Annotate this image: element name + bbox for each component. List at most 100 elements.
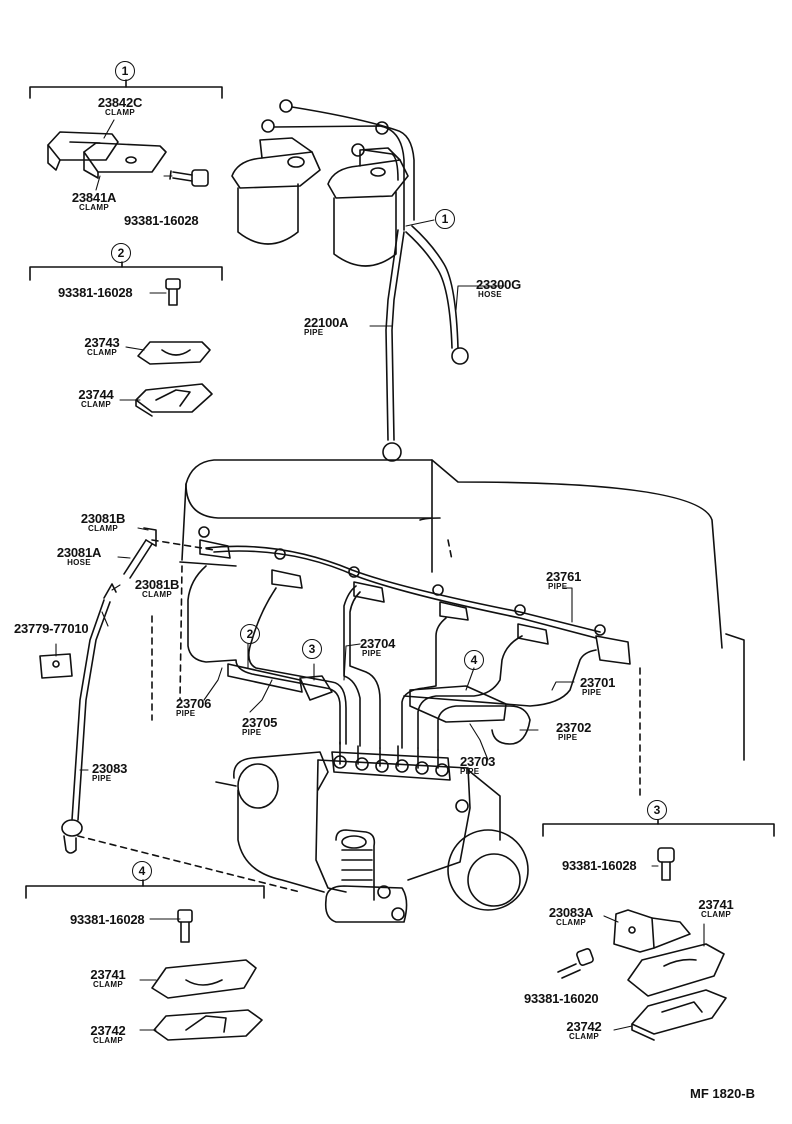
label-23779-77010: 23779-77010 [14,621,89,636]
bolt-g3-drawing [657,847,675,881]
part-name: CLAMP [87,348,117,357]
part-name: PIPE [362,649,382,658]
callout-3: 3 [302,639,322,659]
bolt-g2-drawing [165,278,181,306]
label-23705: 23705 PIPE [242,716,277,737]
clamp-23741-g4-drawing [151,959,257,999]
label-23081B-upper: 23081B CLAMP [72,512,134,533]
part-name: CLAMP [701,910,731,919]
label-bolt-g4: 93381-16028 [70,912,145,927]
part-name: HOSE [478,290,502,299]
label-23081B-lower: 23081B CLAMP [124,578,190,599]
label-23842C: 23842C CLAMP [78,96,162,117]
part-name: PIPE [242,728,262,737]
clamp-23841A-drawing [83,142,167,179]
part-number: 23083 [92,761,128,776]
label-bolt-g3: 93381-16028 [562,858,637,873]
label-bolt-g2: 93381-16028 [58,285,133,300]
injection-pump-drawing [215,741,529,923]
bolt-g3b-drawing [557,948,594,979]
part-name: PIPE [460,767,480,776]
label-23744: 23744 CLAMP [68,388,124,409]
group-4-bracket [25,879,265,899]
label-bolt-g3b: 93381-16020 [524,991,599,1006]
clamp-23742-g3-drawing [631,989,727,1041]
callout-1: 1 [435,209,455,229]
label-23083A: 23083A CLAMP [538,906,604,927]
part-number: 23742 [566,1019,602,1034]
fuel-filter-left [231,137,321,245]
group-3-bracket [542,819,775,837]
part-number: 23300G [476,277,522,292]
part-number: 23741 [90,967,126,982]
pipe-22100A-drawing [382,229,405,462]
leader-lines [55,119,705,1031]
label-23841A: 23841A CLAMP [58,191,130,212]
part-number: 23741 [698,897,734,912]
label-bolt-g1: 93381-16028 [124,213,199,228]
part-name: CLAMP [569,1032,599,1041]
label-23742-g4: 23742 CLAMP [80,1024,136,1045]
part-number: 23761 [546,569,582,584]
part-number: 23744 [78,387,114,402]
part-name: PIPE [92,774,112,783]
clamp-23842C-drawing [47,131,119,171]
part-number: 23081B [134,577,180,592]
part-number: 23701 [580,675,616,690]
clamp-23744-drawing [135,383,213,417]
part-number: 23743 [84,335,120,350]
part-number: 23842C [97,95,143,110]
label-23761: 23761 PIPE [546,570,581,591]
part-number: 23705 [242,715,278,730]
label-23741-g3: 23741 CLAMP [688,898,744,919]
part-number: 23083A [548,905,594,920]
part-name: CLAMP [81,400,111,409]
part-name: HOSE [67,558,91,567]
part-name: PIPE [558,733,578,742]
figure-code: MF 1820-B [690,1086,756,1101]
group-3-number: 3 [647,800,667,820]
part-number: 23081B [80,511,126,526]
label-23083: 23083 PIPE [92,762,127,783]
part-number: 23706 [176,696,212,711]
part-name: PIPE [548,582,568,591]
clamp-23779-drawing [39,653,73,679]
label-23741-g4: 23741 CLAMP [80,968,136,989]
part-name: PIPE [582,688,602,697]
clamp-23083A-drawing [613,909,691,953]
hose-23081A-drawing [123,527,157,579]
part-name: CLAMP [556,918,586,927]
group-1-bracket [29,79,223,99]
hose-23300G-drawing [405,225,469,365]
part-number: 23704 [360,636,396,651]
callout-4: 4 [464,650,484,670]
group-4-number: 4 [132,861,152,881]
pipe-23083-drawing [61,583,117,854]
part-number: 22100A [304,315,349,330]
label-23701: 23701 PIPE [580,676,615,697]
clamp-23743-drawing [137,341,211,365]
label-23702: 23702 PIPE [556,721,591,742]
part-number: 23742 [90,1023,126,1038]
part-name: PIPE [304,328,324,337]
label-23706: 23706 PIPE [176,697,211,718]
group-2-bracket [29,261,223,281]
pipe-clamps-on-engine [227,663,507,723]
part-number: 23702 [556,720,592,735]
label-23703: 23703 PIPE [460,755,495,776]
clamp-23742-g4-drawing [153,1009,263,1041]
label-23081A: 23081A HOSE [46,546,112,567]
bolt-g1-drawing [169,169,209,187]
group-2-number: 2 [111,243,131,263]
injectors [198,526,631,665]
part-name: CLAMP [88,524,118,533]
part-name: CLAMP [79,203,109,212]
part-number: 23081A [56,545,102,560]
clamp-23741-g3-drawing [627,943,725,997]
part-name: PIPE [176,709,196,718]
part-name: CLAMP [142,590,172,599]
fuel-lines-upper [261,99,415,231]
part-number: 23703 [460,754,496,769]
part-name: CLAMP [93,1036,123,1045]
